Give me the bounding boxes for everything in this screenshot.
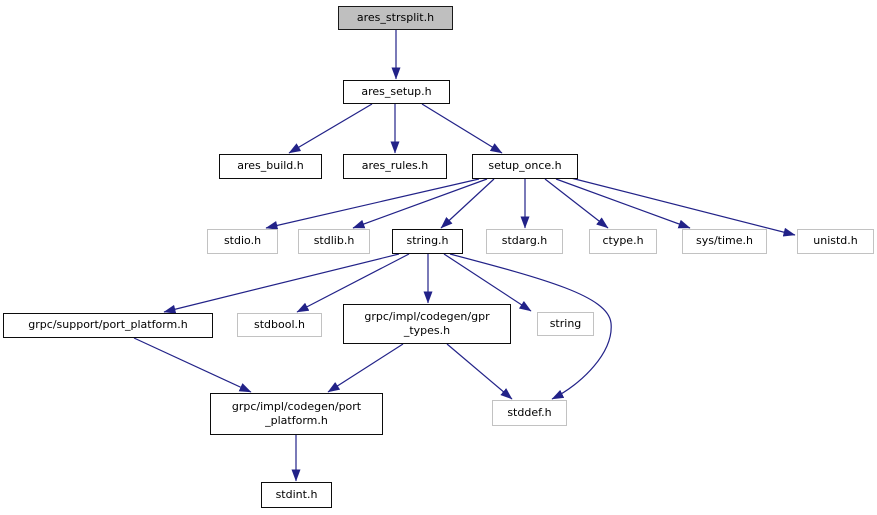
node-string: string [537, 312, 594, 336]
edge-setup-once-h-to-ctype-h [544, 178, 609, 229]
node-ares-build-h[interactable]: ares_build.h [219, 154, 322, 179]
node-stdbool-h: stdbool.h [237, 313, 322, 337]
edge-setup-once-h-to-stdlib-h [352, 178, 488, 229]
node-stdarg-h: stdarg.h [486, 229, 563, 254]
edge-string-h-to-string [443, 253, 532, 312]
node-grpc-impl-codegen-port-platform-h[interactable]: grpc/impl/codegen/port _platform.h [210, 393, 383, 435]
node-string-h[interactable]: string.h [392, 229, 463, 254]
edge-string-h-to-grpc-support-port-platform-h [163, 253, 400, 314]
edge-string-h-to-stdbool-h [296, 253, 410, 313]
edge-grpc-support-port-platform-h-to-grpc-impl-codegen-port-platform-h [133, 337, 252, 393]
edge-string-h-to-stddef-h [449, 253, 612, 400]
edge-grpc-impl-codegen-gpr-types-h-to-grpc-impl-codegen-port-platform-h [327, 343, 404, 393]
node-ctype-h: ctype.h [589, 229, 657, 254]
edge-setup-once-h-to-stdio-h [265, 178, 480, 230]
node-stdint-h[interactable]: stdint.h [261, 482, 332, 508]
edge-setup-once-h-to-string-h [440, 178, 495, 229]
node-grpc-impl-codegen-gpr-types-h[interactable]: grpc/impl/codegen/gpr _types.h [343, 304, 511, 344]
edge-setup-once-h-to-unistd-h [566, 176, 796, 237]
node-ares-strsplit-h: ares_strsplit.h [338, 6, 453, 30]
edge-ares-setup-h-to-ares-build-h [288, 103, 373, 154]
node-unistd-h: unistd.h [797, 229, 874, 254]
node-ares-rules-h[interactable]: ares_rules.h [343, 154, 447, 179]
node-ares-setup-h[interactable]: ares_setup.h [343, 80, 450, 104]
edge-grpc-impl-codegen-gpr-types-h-to-stddef-h [446, 343, 513, 400]
node-stddef-h: stddef.h [492, 400, 567, 426]
node-grpc-support-port-platform-h[interactable]: grpc/support/port_platform.h [3, 313, 213, 338]
edge-ares-setup-h-to-setup-once-h [421, 103, 503, 154]
edge-setup-once-h-to-sys-time-h [555, 178, 691, 229]
node-sys-time-h: sys/time.h [682, 229, 767, 254]
node-stdio-h: stdio.h [207, 229, 278, 254]
node-stdlib-h: stdlib.h [298, 229, 370, 254]
node-setup-once-h[interactable]: setup_once.h [472, 154, 578, 179]
